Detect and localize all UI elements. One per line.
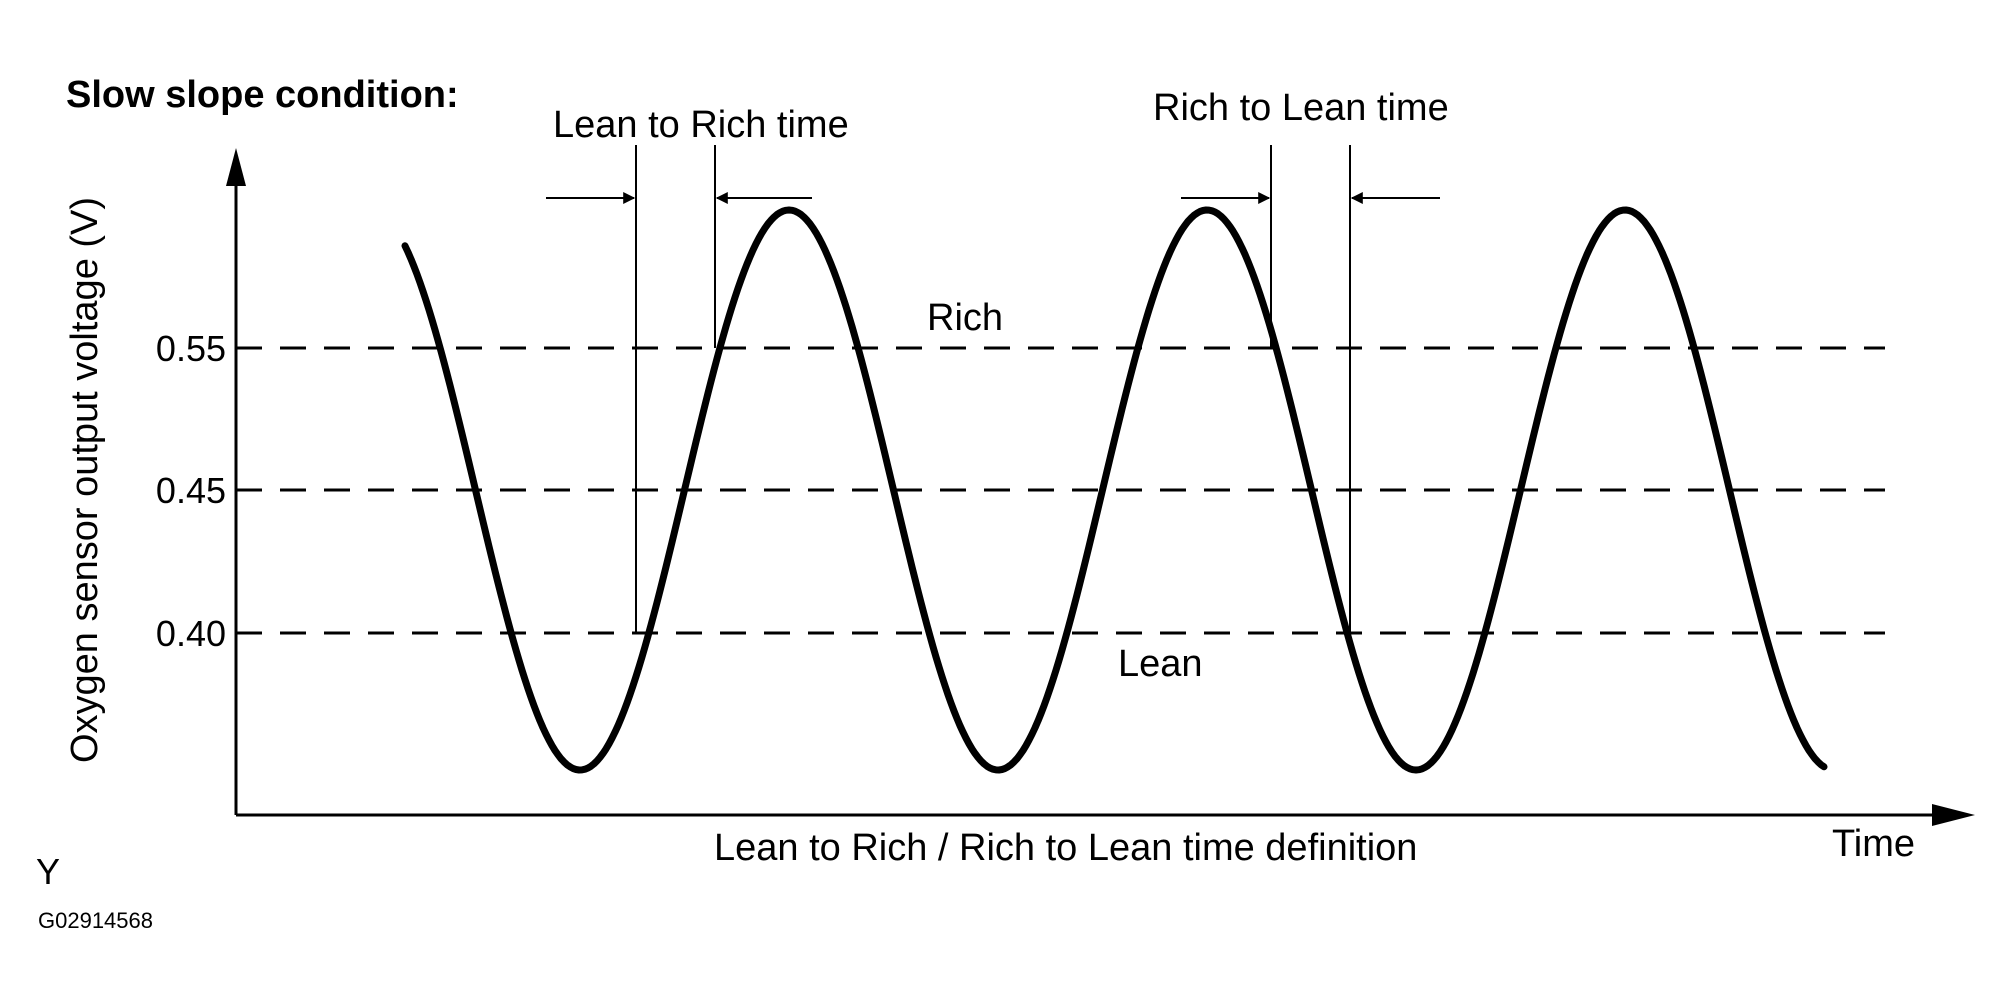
rich-to-lean-label: Rich to Lean time — [1153, 87, 1449, 129]
figure-code: G02914568 — [38, 908, 153, 933]
diagram-caption: Lean to Rich / Rich to Lean time definit… — [714, 827, 1417, 869]
lean-region-label: Lean — [1118, 643, 1203, 685]
tick-label-0.55: 0.55 — [156, 328, 226, 369]
tick-label-0.40: 0.40 — [156, 613, 226, 654]
x-axis-arrow-icon — [1932, 804, 1975, 826]
diagram-title: Slow slope condition: — [66, 74, 459, 116]
sensor-waveform — [401, 206, 1828, 774]
y-axis-label: Oxygen sensor output voltage (V) — [64, 197, 106, 763]
x-axis-label: Time — [1832, 823, 1915, 865]
lean-to-rich-label: Lean to Rich time — [553, 104, 849, 146]
rich-region-label: Rich — [927, 297, 1003, 339]
tick-label-0.45: 0.45 — [156, 470, 226, 511]
corner-mark: Y — [36, 851, 60, 892]
y-axis-arrow-icon — [226, 148, 246, 186]
